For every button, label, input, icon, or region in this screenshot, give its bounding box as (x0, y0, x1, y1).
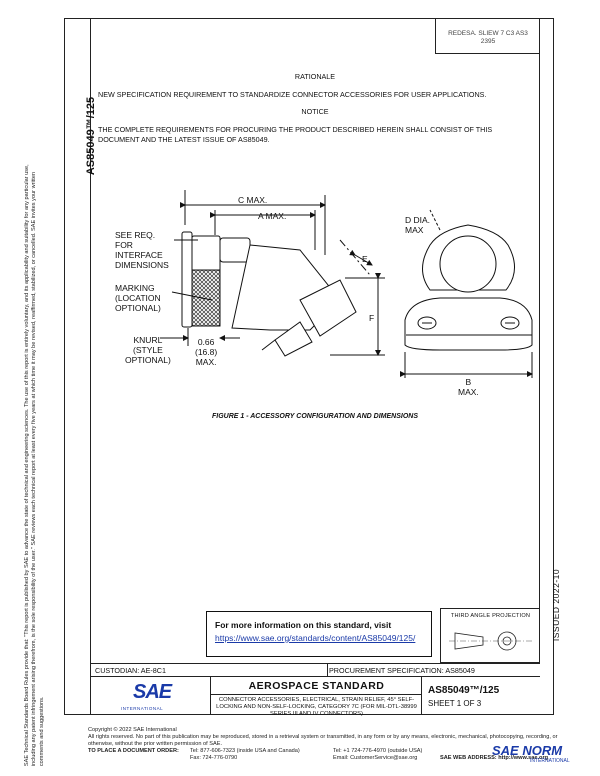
tel-outside: Tel: +1 724-776-4970 (outside USA) (333, 748, 423, 754)
label-f: F (369, 313, 375, 323)
revision-line-1: REDESA. SLIEW 7 C3 AS3 (448, 30, 528, 37)
order-label: TO PLACE A DOCUMENT ORDER: (88, 748, 179, 754)
accessory-drawing (160, 190, 533, 378)
web-address[interactable]: SAE WEB ADDRESS: http://www.sae.org (440, 755, 549, 761)
standard-description: CONNECTOR ACCESSORIES, ELECTRICAL, STRAI… (216, 697, 417, 717)
watermark: SAE NORM (492, 743, 563, 758)
sae-logo-sub: INTERNATIONAL (121, 706, 164, 711)
custodian: CUSTODIAN: AE-8C1 (95, 666, 166, 675)
projection-box: THIRD ANGLE PROJECTION (440, 608, 540, 663)
side-view (160, 190, 385, 357)
rationale-text: NEW SPECIFICATION REQUIREMENT TO STANDAR… (98, 90, 487, 99)
doc-number: AS85049™/125 (428, 685, 500, 696)
title-divider (211, 694, 422, 695)
notice-heading: NOTICE (301, 107, 329, 116)
rationale-heading: RATIONALE (294, 72, 336, 81)
projection-symbol (449, 631, 533, 651)
title-row-divider (327, 663, 328, 677)
standard-type: AEROSPACE STANDARD (248, 680, 385, 692)
tel-usa: Tel: 877-606-7323 (inside USA and Canada… (190, 748, 300, 754)
standard-link[interactable]: https://www.sae.org/standards/content/AS… (215, 633, 416, 643)
rights-statement: All rights reserved. No part of this pub… (88, 734, 558, 747)
sae-logo-block: SAE INTERNATIONAL (91, 677, 211, 715)
label-c-max: C MAX. (238, 195, 268, 205)
label-d-dia: D DIA. MAX (405, 215, 431, 235)
label-dim-066: 0.66 (16.8) MAX. (195, 337, 218, 367)
fax: Fax: 724-776-0790 (190, 755, 238, 761)
label-knurl: KNURL (STYLE OPTIONAL) (125, 335, 171, 365)
contact-email-block: Tel: +1 724-776-4970 (outside USA) Email… (333, 748, 422, 762)
watermark-sub: INTERNATIONAL (530, 758, 570, 764)
label-marking: MARKING (LOCATION OPTIONAL) (115, 283, 161, 313)
info-box: For more information on this standard, v… (206, 611, 432, 657)
notice-text: THE COMPLETE REQUIREMENTS FOR PROCURING … (98, 125, 493, 144)
left-sidebar (64, 18, 91, 715)
label-e: E (362, 254, 368, 264)
procurement-spec: PROCUREMENT SPECIFICATION: AS85049 (329, 666, 475, 675)
custodian-row: CUSTODIAN: AE-8C1 PROCUREMENT SPECIFICAT… (91, 663, 540, 677)
label-b-max: B MAX. (458, 377, 479, 397)
label-a-max: A MAX. (258, 211, 287, 221)
revision-box: REDESA. SLIEW 7 C3 AS3 2395 (435, 18, 540, 54)
issued-date: ISSUED 2022-10 (551, 568, 562, 642)
standard-title-block: AEROSPACE STANDARD CONNECTOR ACCESSORIES… (211, 677, 422, 717)
copyright: Copyright © 2022 SAE International All r… (88, 727, 558, 748)
doc-number-block: AS85049™/125 SHEET 1 OF 3 (422, 677, 540, 715)
page-frame (64, 18, 554, 715)
copyright-line: Copyright © 2022 SAE International (88, 727, 177, 733)
right-margin-line (539, 18, 540, 663)
sheet-number: SHEET 1 OF 3 (428, 699, 482, 708)
email[interactable]: Email: CustomerService@sae.org (333, 755, 418, 761)
info-title: For more information on this standard, v… (215, 620, 392, 630)
revision-line-2: 2395 (480, 38, 496, 45)
end-view (400, 209, 533, 378)
label-see-req: SEE REQ. FOR INTERFACE DIMENSIONS (115, 230, 169, 270)
contact-phone-block: Tel: 877-606-7323 (inside USA and Canada… (190, 748, 300, 762)
sae-logo: SAE (133, 681, 172, 703)
figure-title: FIGURE 1 - ACCESSORY CONFIGURATION AND D… (212, 413, 418, 420)
projection-title: THIRD ANGLE PROJECTION (450, 613, 531, 619)
